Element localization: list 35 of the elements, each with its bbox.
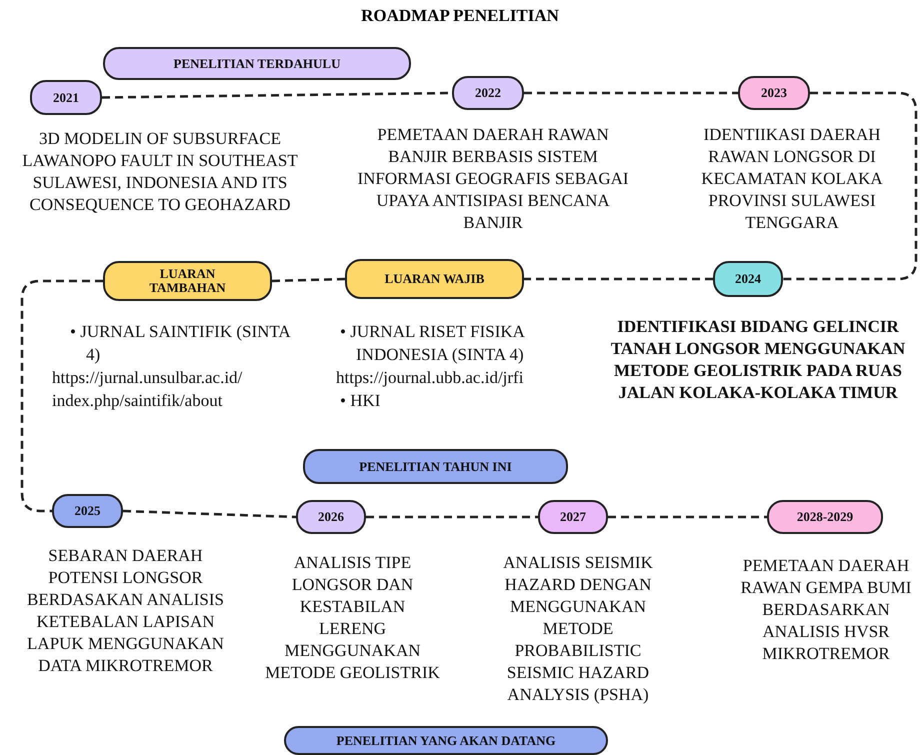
description-text: ANALISIS TIPE LONGSOR DAN KESTABILAN LERENG MENGGUNAKAN METODE GEOLISTRIK bbox=[265, 552, 440, 684]
description-text: PEMETAAN DAERAH RAWAN BANJIR BERBASIS SISTEM INFORMASI GEOGRAFIS SEBAGAI UPAYA ANTISIPASI BENCANA BANJIR bbox=[356, 124, 630, 234]
year-pill: 2024 bbox=[713, 261, 783, 297]
dashed-connector bbox=[524, 92, 738, 94]
year-pill: 2023 bbox=[738, 76, 810, 110]
url-text: https://journal.ubb.ac.id/jrfi bbox=[335, 367, 524, 389]
year-pill: 2021 bbox=[30, 80, 102, 115]
url-text: https://jurnal.unsulbar.ac.id/ index.php/saintifik/about bbox=[52, 367, 244, 412]
dashed-connector bbox=[272, 278, 346, 282]
section-pill: PENELITIAN TAHUN INI bbox=[303, 449, 568, 484]
list-item: • JURNAL SAINTIFIK (SINTA 4) bbox=[69, 321, 292, 366]
dashed-connector bbox=[20, 280, 103, 512]
description-text: 3D MODELIN OF SUBSURFACE LAWANOPO FAULT IN SOUTHEAST SULAWESI, INDONESIA AND ITS CONSEQUENCE TO GEOHAZARD bbox=[21, 128, 299, 216]
description-text: IDENTIFIKASI BIDANG GELINCIR TANAH LONGSOR MENGGUNAKAN METODE GEOLISTRIK PADA RUAS JALAN KOLAKA-KOLAKA TIMUR bbox=[610, 316, 906, 404]
description-text: ANALISIS SEISMIK HAZARD DENGAN MENGGUNAKAN METODE PROBABILISTIC SEISMIC HAZARD ANALYSIS (PSHA) bbox=[502, 552, 654, 706]
section-pill: PENELITIAN YANG AKAN DATANG bbox=[284, 726, 608, 755]
section-pill: PENELITIAN TERDAHULU bbox=[103, 47, 411, 80]
dashed-connector bbox=[524, 278, 713, 280]
description-text: PEMETAAN DAERAH RAWAN GEMPA BUMI BERDASARKAN ANALISIS HVSR MIKROTREMOR bbox=[740, 555, 912, 665]
year-pill: 2026 bbox=[296, 500, 366, 534]
list-item: • HKI bbox=[339, 390, 382, 412]
dashed-connector bbox=[122, 510, 296, 518]
year-pill: 2022 bbox=[452, 76, 524, 110]
year-pill: 2027 bbox=[538, 500, 608, 534]
dashed-connector bbox=[366, 516, 538, 518]
dashed-connector bbox=[608, 516, 767, 518]
description-text: IDENTIIKASI DAERAH RAWAN LONGSOR DI KECAMATAN KOLAKA PROVINSI SULAWESI TENGGARA bbox=[700, 124, 884, 234]
year-pill: 2025 bbox=[52, 494, 123, 528]
description-text: SEBARAN DAERAH POTENSI LONGSOR BERDASAKAN ANALISIS KETEBALAN LAPISAN LAPUK MENGGUNAKAN DATA MIKROTREMOR bbox=[26, 545, 225, 677]
section-pill: LUARAN WAJIB bbox=[345, 259, 524, 299]
dashed-connector bbox=[783, 92, 918, 280]
diagram-title: ROADMAP PENELITIAN bbox=[360, 6, 560, 26]
year-pill: 2028-2029 bbox=[767, 500, 883, 534]
list-item: • JURNAL RISET FISIKA INDONESIA (SINTA 4) bbox=[339, 321, 526, 366]
section-pill: LUARAN TAMBAHAN bbox=[103, 261, 272, 301]
